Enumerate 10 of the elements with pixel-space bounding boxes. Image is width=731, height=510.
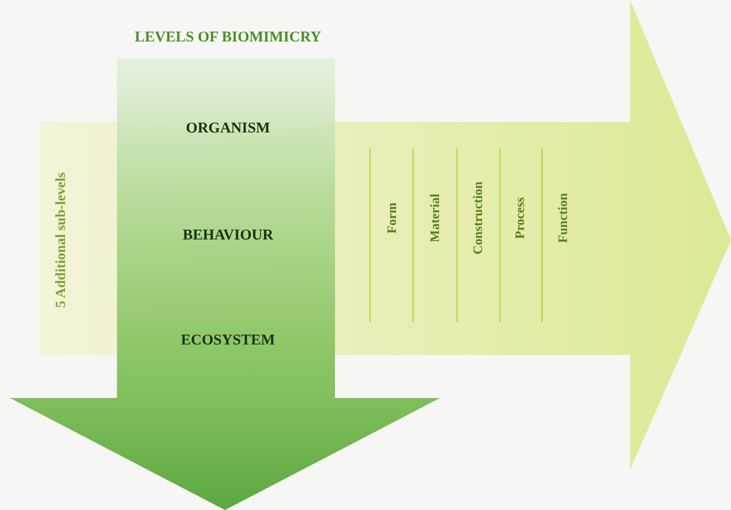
axis-label: 5 Additional sub-levels — [54, 172, 70, 308]
sub-level-label: Process — [512, 197, 528, 239]
diagram-title: LEVELS OF BIOMIMICRY — [134, 30, 322, 46]
sub-level-label: Function — [555, 193, 571, 243]
level-label: ORGANISM — [186, 120, 270, 138]
sub-level-label: Construction — [470, 182, 486, 254]
level-label: ECOSYSTEM — [180, 332, 276, 350]
level-label: BEHAVIOUR — [182, 228, 274, 244]
sub-level-label: Form — [384, 202, 400, 234]
sub-level-label: Material — [427, 194, 443, 242]
